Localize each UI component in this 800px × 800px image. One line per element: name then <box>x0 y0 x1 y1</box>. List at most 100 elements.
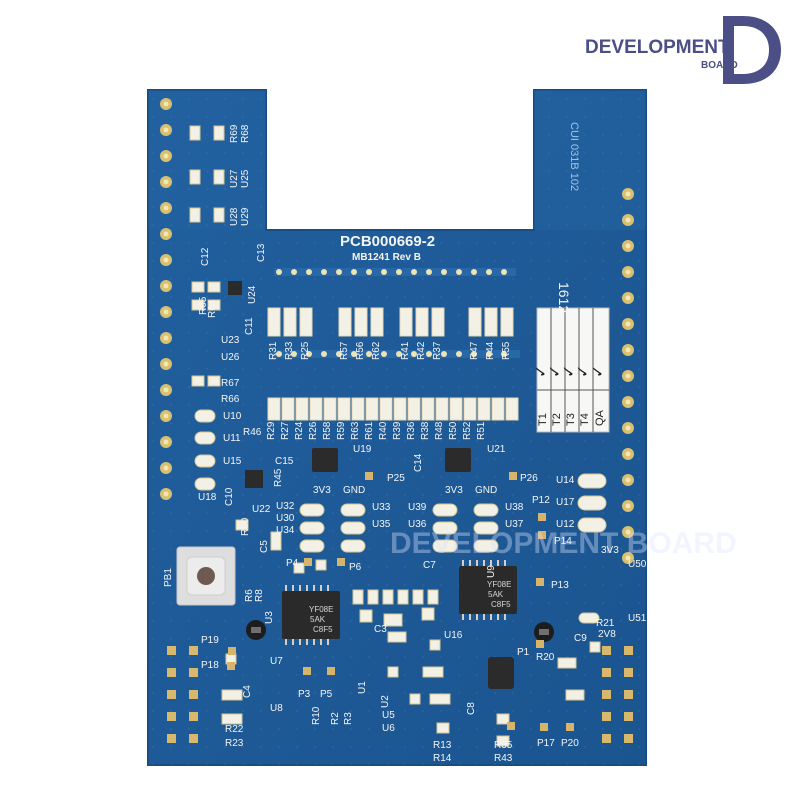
label-u22: U22 <box>252 504 271 515</box>
label-r10: R10 <box>311 706 322 725</box>
label-u2: U2 <box>380 695 391 708</box>
label-u38: U38 <box>505 502 524 513</box>
label-p3: P3 <box>298 689 311 700</box>
label-r39: R39 <box>392 421 403 440</box>
label-u3: U3 <box>264 611 275 624</box>
label-u19: U19 <box>353 444 372 455</box>
passive-components <box>189 125 607 747</box>
label-u25: U25 <box>240 169 251 188</box>
label-r2: R2 <box>330 712 341 725</box>
label-p14: P14 <box>554 536 572 547</box>
checklist-header-t1: T1 <box>537 413 549 426</box>
checklist-header-t2: T2 <box>551 413 563 426</box>
checklist-header-qa: QA <box>594 409 606 426</box>
label-u34: U34 <box>276 525 295 536</box>
label-u5: U5 <box>382 710 395 721</box>
label-u24: U24 <box>247 285 258 304</box>
label-r48: R48 <box>434 421 445 440</box>
label-u17: U17 <box>556 497 575 508</box>
label-u15: U15 <box>223 456 242 467</box>
label-r6: R6 <box>244 589 255 602</box>
ic-u22 <box>245 470 263 488</box>
checklist-header-t4: T4 <box>579 413 591 426</box>
label-u16: U16 <box>444 630 463 641</box>
label-c5: C5 <box>259 540 270 553</box>
label-p13: P13 <box>551 580 569 591</box>
label-c11: C11 <box>244 317 255 335</box>
label-u12: U12 <box>556 519 575 530</box>
label-p25: P25 <box>387 473 405 484</box>
checklist-header-t3: T3 <box>565 413 577 426</box>
label-u23: U23 <box>221 335 240 346</box>
label-r8: R8 <box>254 589 265 602</box>
ic-u21 <box>445 448 471 472</box>
label-u14: U14 <box>556 475 575 486</box>
ic-u20 <box>488 657 514 689</box>
label-c12: C12 <box>200 247 211 266</box>
label-r61: R61 <box>364 421 375 440</box>
label-r25: R25 <box>300 341 311 360</box>
checklist-mark-1: ✓ <box>533 365 550 378</box>
label-r23: R23 <box>225 738 244 749</box>
logo-sub-text: BOARD <box>701 60 738 71</box>
label-r42: R42 <box>416 341 427 360</box>
mounting-screws <box>246 620 554 642</box>
checklist-mark-4: ✓ <box>575 365 592 378</box>
label-u9: U9 <box>486 565 497 578</box>
gold-test-pads <box>227 472 574 731</box>
label-u36: U36 <box>408 519 427 530</box>
watermark-text: DEVELOPMENT BOARD <box>390 527 737 560</box>
label-r63: R63 <box>350 421 361 440</box>
board-date-code: 1612 <box>556 282 572 313</box>
label-r38: R38 <box>420 421 431 440</box>
label-r52: R52 <box>462 421 473 440</box>
chip-u9-line2: 5AK <box>488 590 504 599</box>
label-r62: R62 <box>371 341 382 360</box>
label-p20: P20 <box>561 738 579 749</box>
side-marking: CUI 031B 102 <box>568 122 580 191</box>
label-c10: C10 <box>224 487 235 506</box>
label-r40: R40 <box>378 421 389 440</box>
chip-u3-line1: YF08E <box>309 605 333 614</box>
label-r14: R14 <box>433 753 452 764</box>
label-gnd-a: GND <box>343 485 365 496</box>
label-2v8: 2V8 <box>598 629 616 640</box>
label-u29: U29 <box>240 207 251 226</box>
label-r55: R55 <box>501 341 512 360</box>
label-c14: C14 <box>413 453 424 472</box>
label-p4: P4 <box>286 558 299 569</box>
ic-u9 <box>459 566 517 614</box>
right-header-pins <box>622 188 634 564</box>
label-r66: R66 <box>221 394 240 405</box>
push-button-pb1 <box>176 546 236 606</box>
label-p12: P12 <box>532 495 550 506</box>
chip-u3-line2: 5AK <box>310 615 326 624</box>
label-r29: R29 <box>266 421 277 440</box>
label-r51: R51 <box>476 421 487 440</box>
label-3v3-a: 3V3 <box>313 485 331 496</box>
label-p18: P18 <box>201 660 219 671</box>
label-u32: U32 <box>276 501 295 512</box>
label-gnd-b: GND <box>475 485 497 496</box>
label-u1: U1 <box>357 681 368 694</box>
label-p6: P6 <box>349 562 362 573</box>
label-u10: U10 <box>223 411 242 422</box>
logo-svg: DEVELOPMENT BOARD D <box>585 16 781 84</box>
label-r44: R44 <box>485 341 496 360</box>
label-u37: U37 <box>505 519 524 530</box>
checklist-mark-5: ✓ <box>590 365 607 378</box>
label-u51: U51 <box>628 613 647 624</box>
label-r46: R46 <box>243 427 262 438</box>
label-r58: R58 <box>322 421 333 440</box>
label-u33: U33 <box>372 502 391 513</box>
label-r47: R47 <box>469 341 480 360</box>
label-u30: U30 <box>276 513 295 524</box>
label-r27: R27 <box>280 421 291 440</box>
label-r64: R64 <box>207 299 218 318</box>
label-c13: C13 <box>256 243 267 262</box>
label-r3: R3 <box>343 712 354 725</box>
label-r43: R43 <box>494 753 513 764</box>
label-r56: R56 <box>355 341 366 360</box>
label-c9: C9 <box>574 633 587 644</box>
